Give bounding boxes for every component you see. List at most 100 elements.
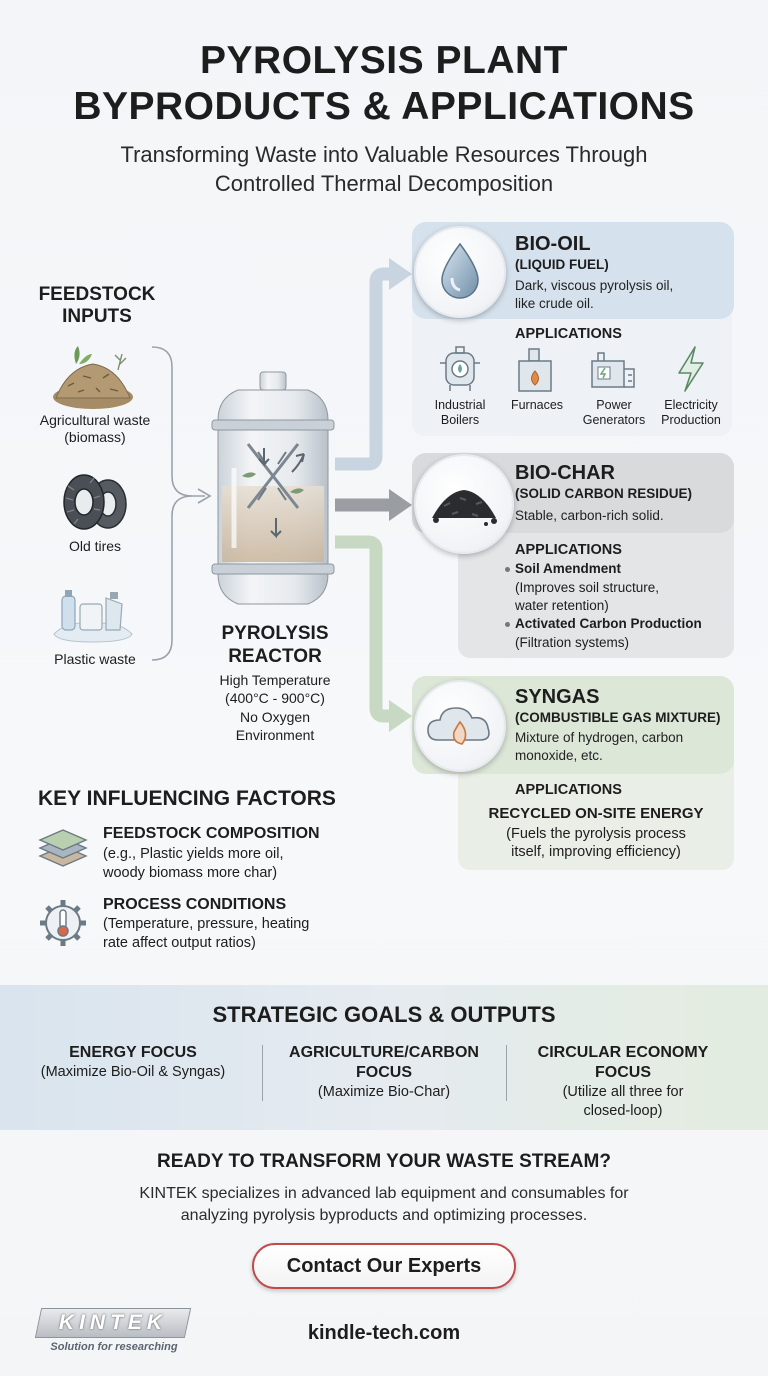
syngas-applications-title: APPLICATIONS <box>515 782 622 798</box>
page-subtitle: Transforming Waste into Valuable Resourc… <box>0 140 768 198</box>
app-label-line: Electricity <box>664 398 718 412</box>
logo-tagline: Solution for researching <box>50 1341 178 1353</box>
furnace-icon <box>518 348 552 392</box>
syngas-desc-line: monoxide, etc. <box>515 748 603 763</box>
bio-oil-desc-line: like crude oil. <box>515 296 594 311</box>
feedstock-label-plastic: Plastic waste <box>20 651 170 668</box>
goal-energy: ENERGY FOCUS (Maximize Bio-Oil & Syngas) <box>8 1043 258 1082</box>
app-label-line: Furnaces <box>510 398 564 412</box>
goal-divider <box>506 1045 507 1101</box>
factor-feedstock-heading: FEEDSTOCK COMPOSITION <box>103 825 320 842</box>
arrow-to-syngas <box>335 535 392 723</box>
app-label-line: Industrial <box>434 398 486 412</box>
generator-icon <box>591 352 635 388</box>
syngas-name: SYNGAS <box>515 686 600 708</box>
strategy-title: STRATEGIC GOALS & OUTPUTS <box>212 1002 556 1027</box>
factor-feedstock-text: (e.g., Plastic yields more oil, woody bi… <box>103 845 363 883</box>
bullet-dot <box>505 622 510 627</box>
goal-circular: CIRCULAR ECONOMY FOCUS (Utilize all thre… <box>508 1043 738 1121</box>
feedstock-label-line: Old tires <box>68 538 122 554</box>
goal-text: (Utilize all three for <box>562 1084 684 1100</box>
bio-oil-applications-title: APPLICATIONS <box>515 326 622 342</box>
feedstock-title-line-2: INPUTS <box>62 306 132 327</box>
goal-divider <box>262 1045 263 1101</box>
feedstock-label-line: Agricultural waste <box>39 412 151 428</box>
app-label-furnaces: Furnaces <box>497 398 577 413</box>
cta-text-line: analyzing pyrolysis byproducts and optim… <box>180 1207 588 1224</box>
app-label-line: Production <box>661 413 721 427</box>
syngas-desc-line: Mixture of hydrogen, carbon <box>515 730 684 745</box>
feedstock-label-tires: Old tires <box>20 538 170 555</box>
goal-heading: CIRCULAR ECONOMY <box>537 1044 709 1061</box>
bio-char-subtitle: (SOLID CARBON RESIDUE) <box>515 486 693 501</box>
syngas-subtitle: (COMBUSTIBLE GAS MIXTURE) <box>515 710 721 725</box>
bio-oil-desc-line: Dark, viscous pyrolysis oil, <box>515 278 674 293</box>
reactor-title-line-2: REACTOR <box>228 646 322 667</box>
factor-process-text: (Temperature, pressure, heating rate aff… <box>103 915 363 953</box>
bio-char-applications-title: APPLICATIONS <box>515 542 622 558</box>
bio-char-badge <box>414 454 514 554</box>
reactor-title-line-1: PYROLYSIS <box>221 623 329 644</box>
arrow-to-bio-oil <box>335 267 392 471</box>
syngas-app-heading: RECYCLED ON-SITE ENERGY <box>488 805 704 822</box>
goal-heading: FOCUS <box>356 1064 412 1081</box>
app-label-generators: Power Generators <box>574 398 654 428</box>
factor-line: (e.g., Plastic yields more oil, <box>103 846 284 862</box>
reactor-note-line: (400°C - 900°C) <box>225 690 325 706</box>
gear-thermometer-icon <box>40 900 86 946</box>
strategy-band <box>0 985 768 1130</box>
layers-icon <box>38 829 88 867</box>
plastic-waste-icon <box>53 590 133 643</box>
bio-char-description: Stable, carbon-rich solid. <box>515 508 664 523</box>
contact-experts-button[interactable]: Contact Our Experts <box>252 1243 516 1289</box>
app-label-line: Generators <box>582 413 646 427</box>
reactor-title: PYROLYSIS REACTOR <box>190 622 360 668</box>
boiler-icon <box>440 346 480 391</box>
syngas-app-line: (Fuels the pyrolysis process <box>506 826 686 842</box>
gas-cloud-flame-icon <box>427 707 490 745</box>
feedstock-label-line: Plastic waste <box>54 651 136 667</box>
reactor-note-line: High Temperature <box>219 672 331 688</box>
cta-text: KINTEK specializes in advanced lab equip… <box>0 1183 768 1227</box>
reactor-oxygen-note: No Oxygen Environment <box>190 708 360 744</box>
kintek-logo: KINTEK <box>58 1311 168 1334</box>
reactor-note-line: Environment <box>235 727 315 743</box>
feedstock-label-line: (biomass) <box>64 429 126 445</box>
syngas-app-line: itself, improving efficiency) <box>511 844 681 860</box>
charcoal-pile-icon <box>432 490 497 526</box>
soil-amendment-line: water retention) <box>515 598 609 613</box>
soil-amendment-title: Soil Amendment <box>515 561 622 576</box>
goal-heading: FOCUS <box>595 1064 651 1081</box>
site-link[interactable]: kindle-tech.com <box>307 1322 461 1344</box>
subtitle-line-2: Controlled Thermal Decomposition <box>214 171 554 196</box>
syngas-app-text: (Fuels the pyrolysis process itself, imp… <box>458 825 734 861</box>
goal-agriculture: AGRICULTURE/CARBON FOCUS (Maximize Bio-C… <box>264 1043 504 1102</box>
title-line-1: PYROLYSIS PLANT <box>200 39 568 82</box>
soil-amendment-line: (Improves soil structure, <box>515 580 660 595</box>
factor-process-heading: PROCESS CONDITIONS <box>103 896 287 913</box>
goal-text: closed-loop) <box>583 1103 663 1119</box>
factor-line: woody biomass more char) <box>103 865 278 881</box>
tires-icon <box>63 474 127 530</box>
soil-amendment-text: (Improves soil structure, water retentio… <box>515 579 730 615</box>
title-line-2: BYPRODUCTS & APPLICATIONS <box>73 85 695 128</box>
subtitle-line-1: Transforming Waste into Valuable Resourc… <box>120 142 648 167</box>
activated-carbon-title: Activated Carbon Production <box>515 616 702 631</box>
bio-char-name: BIO-CHAR <box>515 462 615 484</box>
bio-oil-badge <box>414 226 506 318</box>
oil-drop-icon <box>441 242 479 299</box>
goal-heading: ENERGY FOCUS <box>69 1044 197 1061</box>
goal-text: (Maximize Bio-Oil & Syngas) <box>40 1064 226 1080</box>
lightning-icon <box>678 346 704 392</box>
cta-title: READY TO TRANSFORM YOUR WASTE STREAM? <box>157 1151 611 1172</box>
reactor-note-line: No Oxygen <box>239 709 311 725</box>
factor-line: (Temperature, pressure, heating <box>103 916 310 932</box>
feedstock-title-line-1: FEEDSTOCK <box>38 284 156 305</box>
goal-text: (Maximize Bio-Char) <box>317 1084 451 1100</box>
key-factors-title: KEY INFLUENCING FACTORS <box>38 787 336 810</box>
feedstock-bracket <box>151 346 205 497</box>
activated-carbon-text: (Filtration systems) <box>515 635 630 650</box>
reactor-temperature-note: High Temperature (400°C - 900°C) <box>190 671 360 707</box>
biomass-pile-icon <box>53 346 133 409</box>
